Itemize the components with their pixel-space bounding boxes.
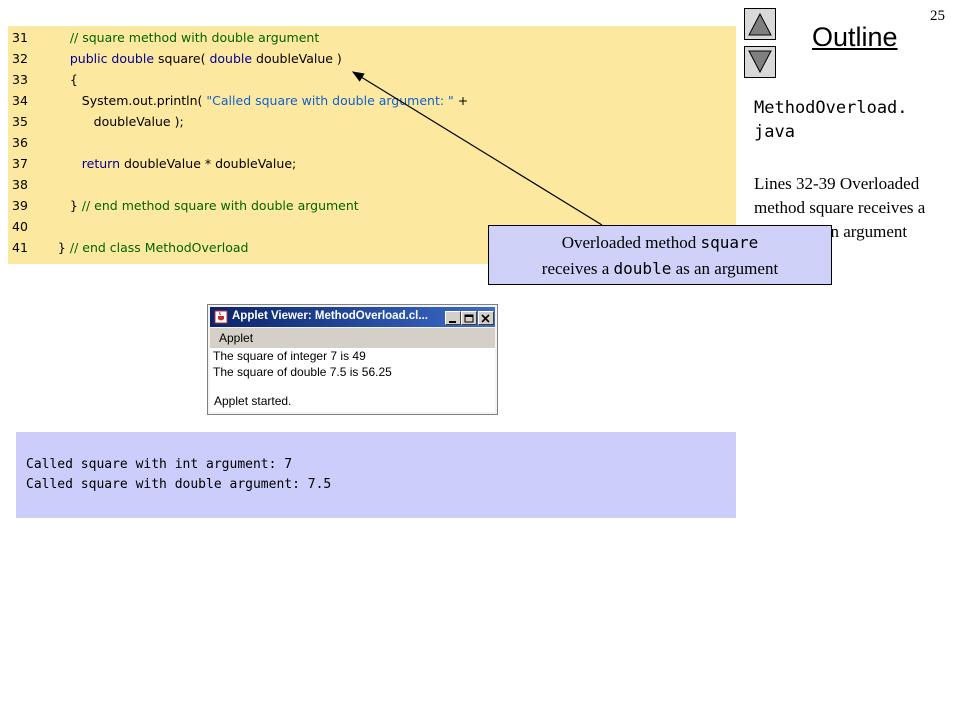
callout-code: double [613,259,672,278]
code-token: { [46,72,78,87]
code-token: // square method with double argument [69,30,320,45]
line-number: 41 [12,240,28,255]
menu-applet[interactable]: Applet [219,331,254,345]
code-line: 40 [8,217,46,237]
callout-text: Overloaded method [561,233,701,252]
file-name: MethodOverload. java [754,98,908,142]
code-token: return [81,156,124,171]
line-number: 37 [12,156,28,171]
triangle-up-icon [748,12,772,36]
callout-code: square [700,233,759,252]
line-number: 32 [12,51,28,66]
code-line: 37 return doubleValue * doubleValue; [8,154,296,174]
code-line: 41 } // end class MethodOverload [8,238,248,258]
code-token: square( [158,51,210,66]
callout-line-1: Overloaded method square [489,230,831,256]
java-cup-icon [214,310,228,324]
code-token: doubleValue * doubleValue; [123,156,297,171]
line-number: 33 [12,72,28,87]
previous-slide-button[interactable] [744,8,776,40]
code-token: // end class MethodOverload [69,240,249,255]
minimize-button[interactable] [445,311,461,325]
outline-title[interactable]: Outline [812,22,898,52]
next-slide-button[interactable] [744,46,776,78]
code-token: "Called square with double argument: " [206,93,454,108]
code-token: } [46,198,82,213]
console-output: Called square with int argument: 7 Calle… [16,432,736,518]
page-number: 25 [930,8,945,24]
code-line: 38 [8,175,46,195]
code-token: // end method square with double argumen… [81,198,359,213]
close-icon [481,314,490,323]
code-line: 34 System.out.println( "Called square wi… [8,91,468,111]
applet-content: The square of integer 7 is 49 The square… [210,348,495,412]
code-line: 31 // square method with double argument [8,28,319,48]
line-number: 34 [12,93,28,108]
maximize-button[interactable] [461,311,477,325]
code-line: 39 } // end method square with double ar… [8,196,359,216]
callout-text: receives a [541,259,614,278]
close-button[interactable] [478,311,494,325]
window-title-bar[interactable]: Applet Viewer: MethodOverload.cl... [210,307,495,327]
code-token: doubleValue ) [256,51,342,66]
console-line: Called square with double argument: 7.5 [26,477,332,492]
code-listing: 31 // square method with double argument… [8,26,736,264]
code-line: 36 [8,133,46,153]
code-line: 33 { [8,70,78,90]
line-number: 31 [12,30,28,45]
minimize-icon [449,321,456,323]
applet-viewer-window: Applet Viewer: MethodOverload.cl... Appl… [207,304,498,415]
line-number: 39 [12,198,28,213]
line-number: 38 [12,177,28,192]
code-token: + [453,93,469,108]
applet-output-line: The square of double 7.5 is 56.25 [213,365,392,379]
menu-bar: Applet [210,328,495,348]
code-token: System.out.println( [46,93,207,108]
line-number: 35 [12,114,28,129]
callout-line-2: receives a double as an argument [489,256,831,282]
code-token: } [46,240,70,255]
code-token: double [209,51,257,66]
code-line: 32 public double square( double doubleVa… [8,49,342,69]
line-number: 36 [12,135,28,150]
window-title: Applet Viewer: MethodOverload.cl... [232,310,428,322]
line-number: 40 [12,219,28,234]
callout-text: as an argument [671,259,779,278]
code-token: doubleValue ); [46,114,184,129]
triangle-down-icon [748,50,772,74]
code-line: 35 doubleValue ); [8,112,184,132]
annotation-callout: Overloaded method square receives a doub… [488,225,832,285]
maximize-icon [464,314,474,323]
code-token: public double [69,51,159,66]
status-bar: Applet started. [214,394,292,408]
console-line: Called square with int argument: 7 [26,457,293,472]
applet-output-line: The square of integer 7 is 49 [213,349,366,363]
